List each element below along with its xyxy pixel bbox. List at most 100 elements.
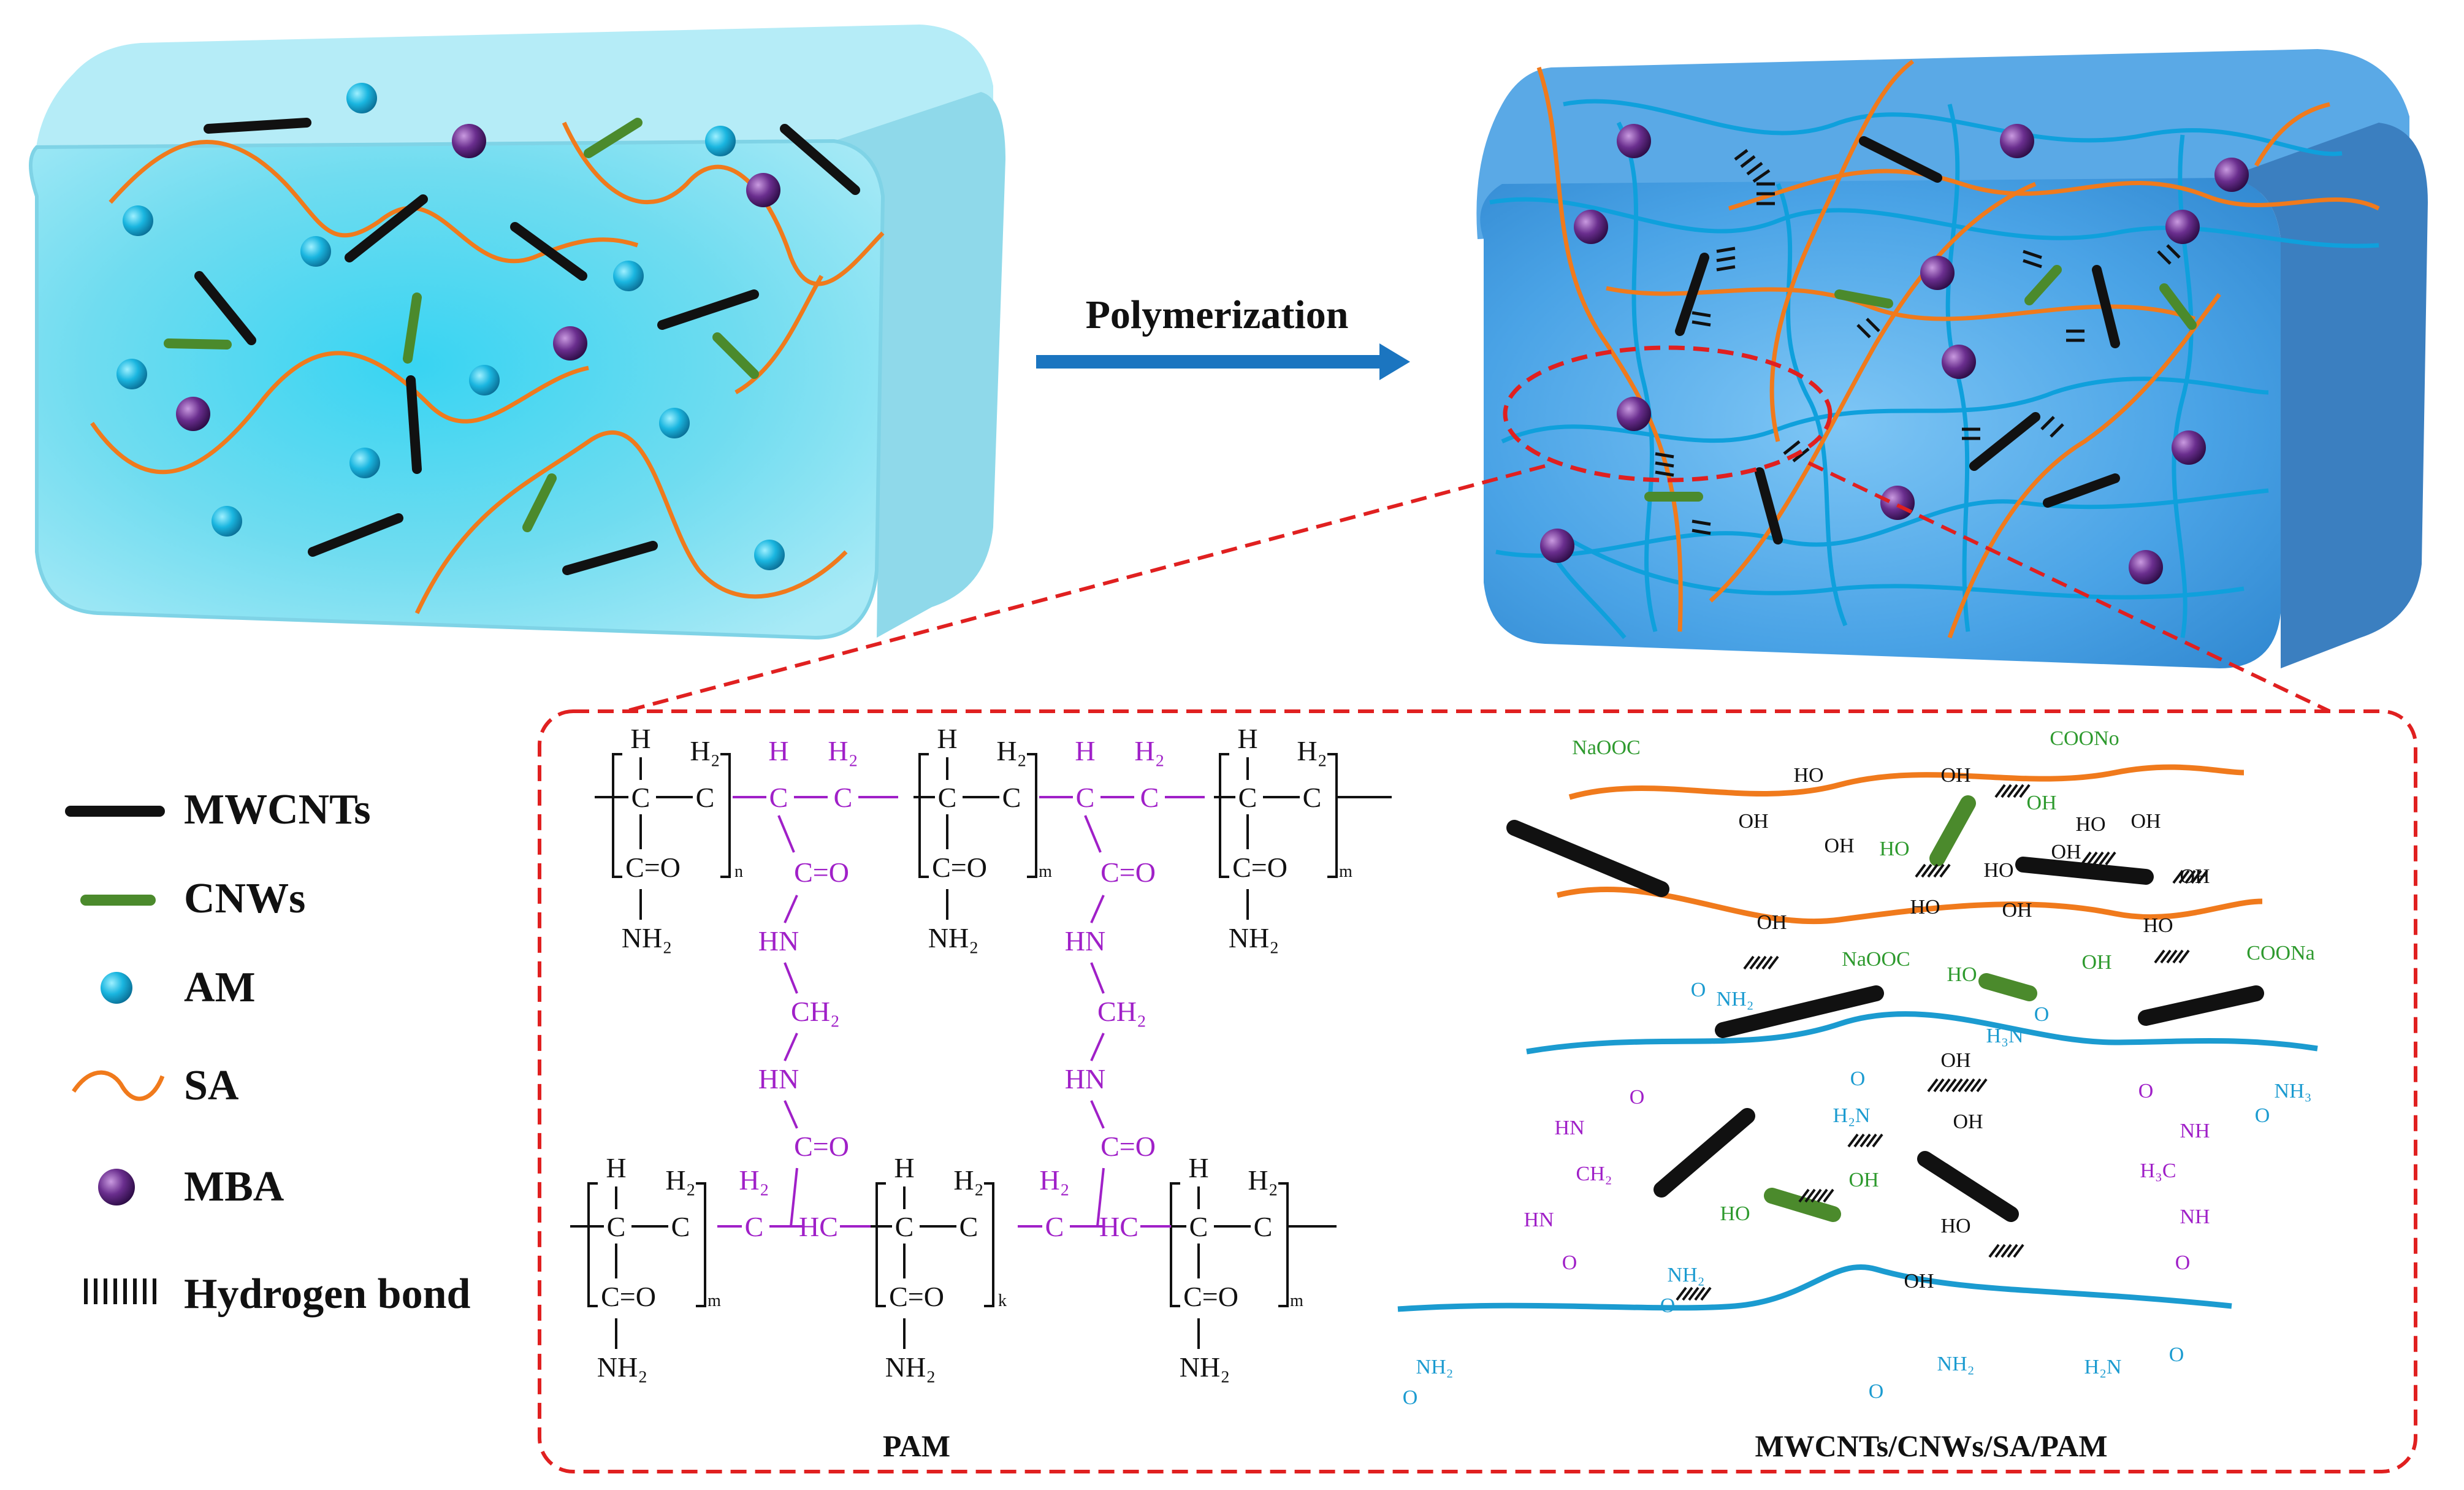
hydrogen-label: H	[1237, 723, 1257, 754]
group-label: HO	[1720, 1202, 1750, 1225]
bracket	[918, 753, 929, 878]
gel-front-face	[31, 141, 883, 638]
polymerization-label: Polymerization	[1086, 292, 1349, 337]
crosslink-carbon: C	[834, 782, 853, 813]
cnws-right	[1644, 265, 2197, 502]
cnw-rod	[1978, 973, 2037, 1001]
group-label: OH	[2026, 792, 2056, 814]
crosslink-hc: HC	[1099, 1211, 1139, 1242]
carbon-label: C	[1238, 782, 1257, 813]
carbonyl-label: C=O	[1183, 1281, 1238, 1312]
amide-label: NH₂	[622, 922, 672, 953]
cnws-left	[164, 118, 759, 532]
group-label: HO	[1947, 963, 1977, 986]
polymerization-arrow: Polymerization	[1036, 292, 1410, 380]
bracket	[1027, 753, 1037, 878]
legend-label-sa: SA	[184, 1062, 239, 1109]
group-label: NH₂	[1416, 1356, 1454, 1378]
mwcnt-rod	[2138, 985, 2264, 1026]
group-label: O	[1660, 1294, 1676, 1317]
group-label: OH	[1904, 1270, 1934, 1293]
detail-box	[538, 709, 2417, 1473]
bracket	[1327, 753, 1338, 878]
group-label: O	[1562, 1251, 1577, 1274]
pam-caption: PAM	[883, 1429, 950, 1463]
bracket	[696, 1182, 706, 1307]
cnw-rod	[1929, 795, 1976, 866]
h2-label: H₂	[665, 1164, 695, 1196]
h2-label: H₂	[996, 735, 1026, 766]
hydrogel-side-face	[2226, 123, 2428, 668]
gel-outline	[29, 139, 885, 640]
h2-label: H₂	[953, 1164, 983, 1196]
crosslink-carbon: C	[769, 782, 788, 813]
group-label: H₂N	[2084, 1356, 2122, 1378]
carbon-label: C	[1254, 1211, 1273, 1242]
legend-item-cnws: CNWs	[80, 875, 305, 922]
group-label: OH	[2051, 841, 2081, 863]
carbon-label: C	[696, 782, 715, 813]
bracket	[1219, 753, 1229, 878]
mba-spheres-left	[176, 124, 780, 431]
crosslink-h: H	[768, 735, 788, 766]
group-label: O	[2255, 1104, 2270, 1127]
carbonyl-label: C=O	[601, 1281, 656, 1312]
h2-label: H₂	[690, 735, 720, 766]
group-label: HO	[1879, 838, 1909, 860]
bracket	[612, 753, 622, 878]
hatch-lines-icon	[84, 1278, 156, 1304]
crosslink-carbon: C	[1140, 782, 1159, 813]
crosslink-carbon: C	[1076, 782, 1095, 813]
zoom-highlight-ellipse	[1503, 345, 1833, 483]
group-label: H₃N	[1986, 1025, 2024, 1047]
legend-label-am: AM	[184, 964, 256, 1011]
group-label: O	[1403, 1386, 1418, 1409]
carbon-label: C	[1002, 782, 1021, 813]
precursor-gel-block	[29, 25, 1005, 640]
pam-structure: CHCH₂C=ONH₂nCHCH₂C=ONH₂mCHCH₂C=ONH₂mCHCH…	[570, 723, 1392, 1383]
crosslink-h2: H₂	[739, 1164, 769, 1196]
hydrogen-label: H	[894, 1152, 914, 1183]
carbonyl-label: C=O	[932, 852, 987, 883]
mwcnt-rod	[1506, 820, 1669, 897]
legend-label-mba: MBA	[184, 1163, 284, 1210]
group-label: OH	[1848, 1169, 1879, 1191]
legend-label-mwcnts: MWCNTs	[184, 786, 371, 833]
crosslink-nh: HN	[758, 1063, 799, 1095]
orange-wave-icon	[72, 1070, 165, 1101]
group-label: NH₂	[1937, 1353, 1975, 1375]
repeat-subscript: k	[998, 1291, 1007, 1310]
mwcnts-right	[1675, 136, 2120, 544]
legend-item-am: AM	[101, 964, 256, 1011]
carbon-label: C	[959, 1211, 978, 1242]
mba-spheres-right	[1540, 124, 2249, 584]
carbon-label: C	[938, 782, 957, 813]
group-label: O	[2175, 1251, 2191, 1274]
amide-label: NH₂	[885, 1351, 936, 1383]
crosslink-nh: HN	[1065, 925, 1105, 957]
group-label: NH₃	[2275, 1080, 2312, 1102]
group-label: NH	[2180, 1205, 2210, 1228]
mwcnts-left	[194, 118, 860, 575]
crosslink-ch2: CH₂	[1097, 996, 1146, 1027]
purple-sphere-icon	[98, 1169, 135, 1205]
crosslink-carbonyl: C=O	[1100, 1131, 1156, 1162]
group-label: COONa	[2246, 942, 2314, 965]
repeat-subscript: m	[1039, 862, 1052, 881]
amide-label: NH₂	[1180, 1351, 1230, 1383]
group-label: NH₂	[1668, 1264, 1705, 1286]
group-label: HO	[1940, 1215, 1970, 1237]
bracket	[1170, 1182, 1180, 1307]
group-label: HO	[1910, 896, 1940, 919]
group-label: OH	[1940, 1049, 1970, 1072]
group-label: H₂N	[1833, 1104, 1871, 1127]
group-label: HO	[1983, 859, 2013, 882]
crosslink-carbonyl: C=O	[794, 1131, 849, 1162]
crosslink-h2: H₂	[1134, 735, 1164, 766]
repeat-subscript: m	[1339, 862, 1352, 881]
group-label: NH₂	[1717, 988, 1754, 1011]
crosslink-carbon: C	[745, 1211, 764, 1242]
hydrogen-bonds-right	[1655, 149, 2181, 535]
mwcnt-rod	[1715, 985, 1884, 1038]
